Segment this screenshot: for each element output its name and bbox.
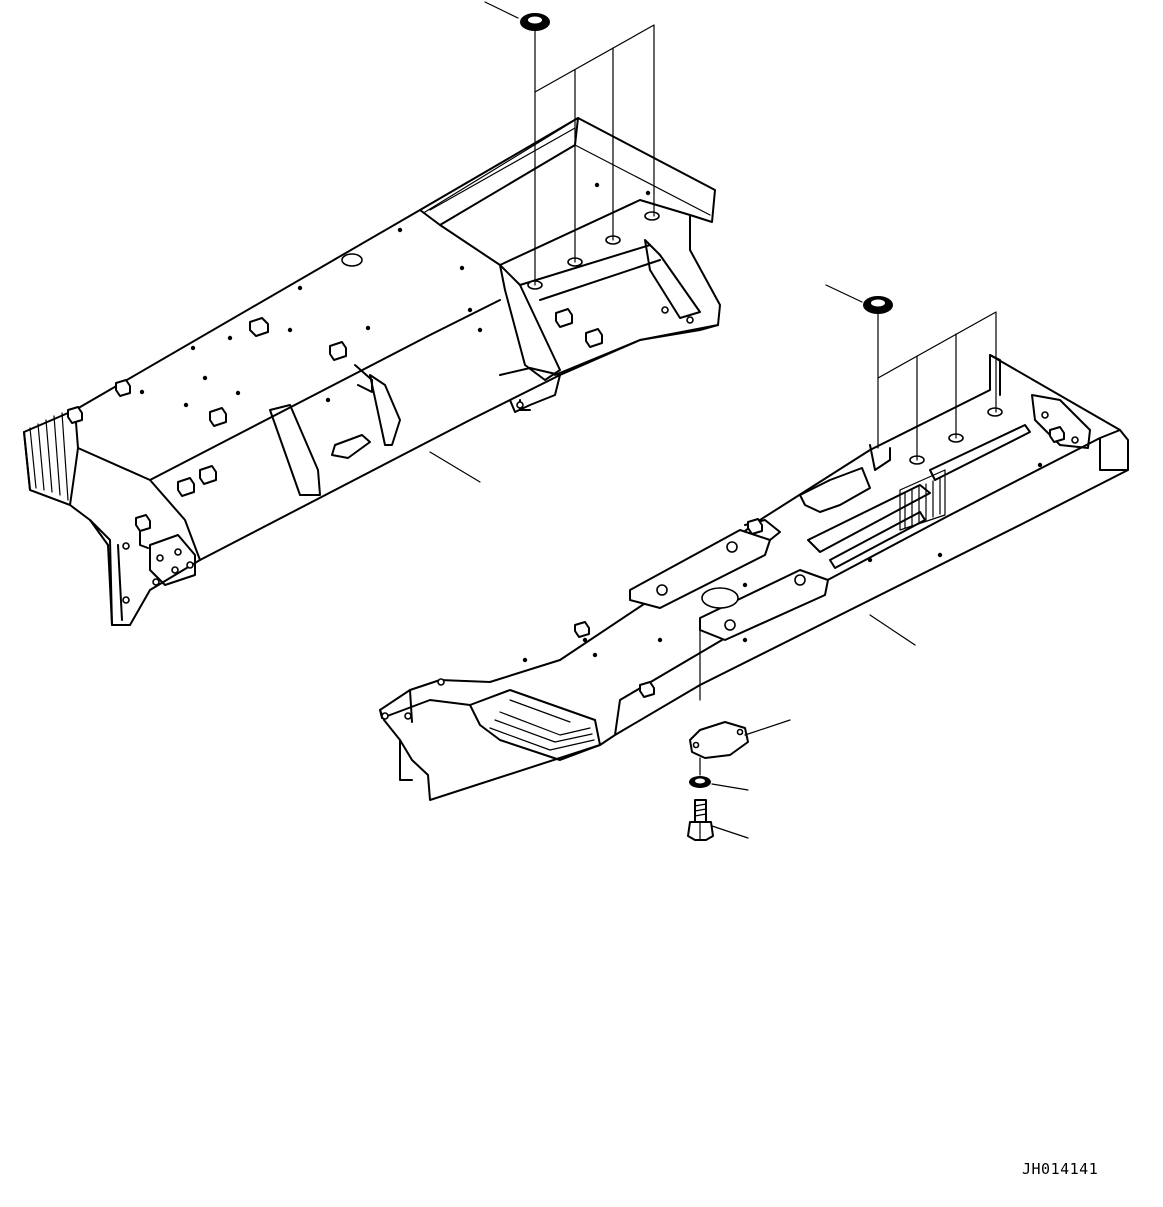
drawing-code: JH014141 bbox=[1022, 1160, 1099, 1178]
bolt bbox=[687, 799, 749, 841]
washer-lower bbox=[825, 284, 997, 461]
washer-upper bbox=[484, 1, 655, 286]
lower-frame bbox=[379, 354, 1129, 801]
washer-small bbox=[689, 757, 749, 791]
upper-frame bbox=[23, 117, 721, 626]
cover-plate bbox=[689, 619, 791, 759]
